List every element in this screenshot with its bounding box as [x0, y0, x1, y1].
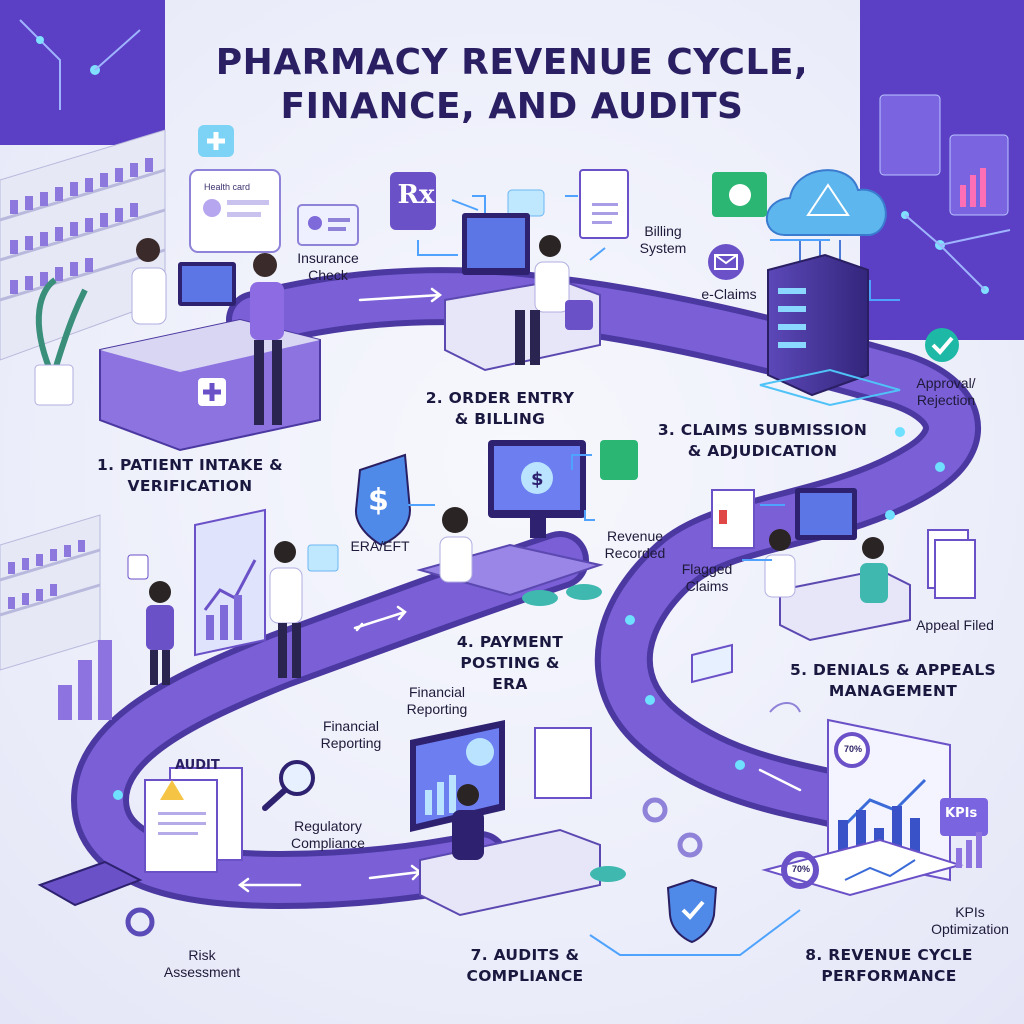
- connector-lines: [408, 195, 900, 956]
- step-1-heading: 1. PATIENT INTAKE &VERIFICATION: [97, 456, 283, 495]
- claims-server-scene: [708, 169, 959, 407]
- performance-scene: [761, 702, 988, 897]
- svg-text:$: $: [368, 483, 389, 518]
- right-tech-panel: [860, 0, 1024, 340]
- gauge-bottom-value: 70%: [791, 864, 810, 874]
- denials-scene: [691, 488, 976, 684]
- kpis-badge-label: KPIs: [945, 806, 978, 821]
- page-title-line-1: PHARMACY REVENUE CYCLE,: [215, 42, 809, 83]
- gauge-top-value: 70%: [843, 744, 862, 754]
- page-title-line-2: FINANCE, AND AUDITS: [280, 86, 744, 127]
- label-e-claims: e-Claims: [701, 286, 757, 302]
- intake-scene: [34, 238, 321, 452]
- rx-icon: Rx: [397, 180, 435, 210]
- audit-scene: [37, 720, 718, 944]
- order-entry-scene: [390, 169, 629, 372]
- step-3-heading: 3. CLAIMS SUBMISSION& ADJUDICATION: [657, 421, 868, 460]
- audit-document-label: AUDIT: [175, 758, 220, 773]
- step-7-heading: 7. AUDITS &COMPLIANCE: [466, 946, 584, 985]
- label-approval-rejection: Approval/Rejection: [916, 375, 976, 408]
- label-era-eft: ERA/EFT: [350, 538, 410, 554]
- payment-posting-scene: $ $: [354, 440, 638, 606]
- financial-reporting-scene: [58, 508, 339, 720]
- left-tech-panel: [0, 0, 165, 145]
- pharmacy-shelves-mid: [0, 514, 101, 671]
- health-card-label: Health card: [204, 182, 251, 192]
- label-appeal-filed: Appeal Filed: [916, 617, 994, 633]
- health-card-bubble: [189, 125, 359, 253]
- svg-text:$: $: [531, 469, 544, 490]
- step-2-heading: 2. ORDER ENTRY& BILLING: [425, 389, 575, 428]
